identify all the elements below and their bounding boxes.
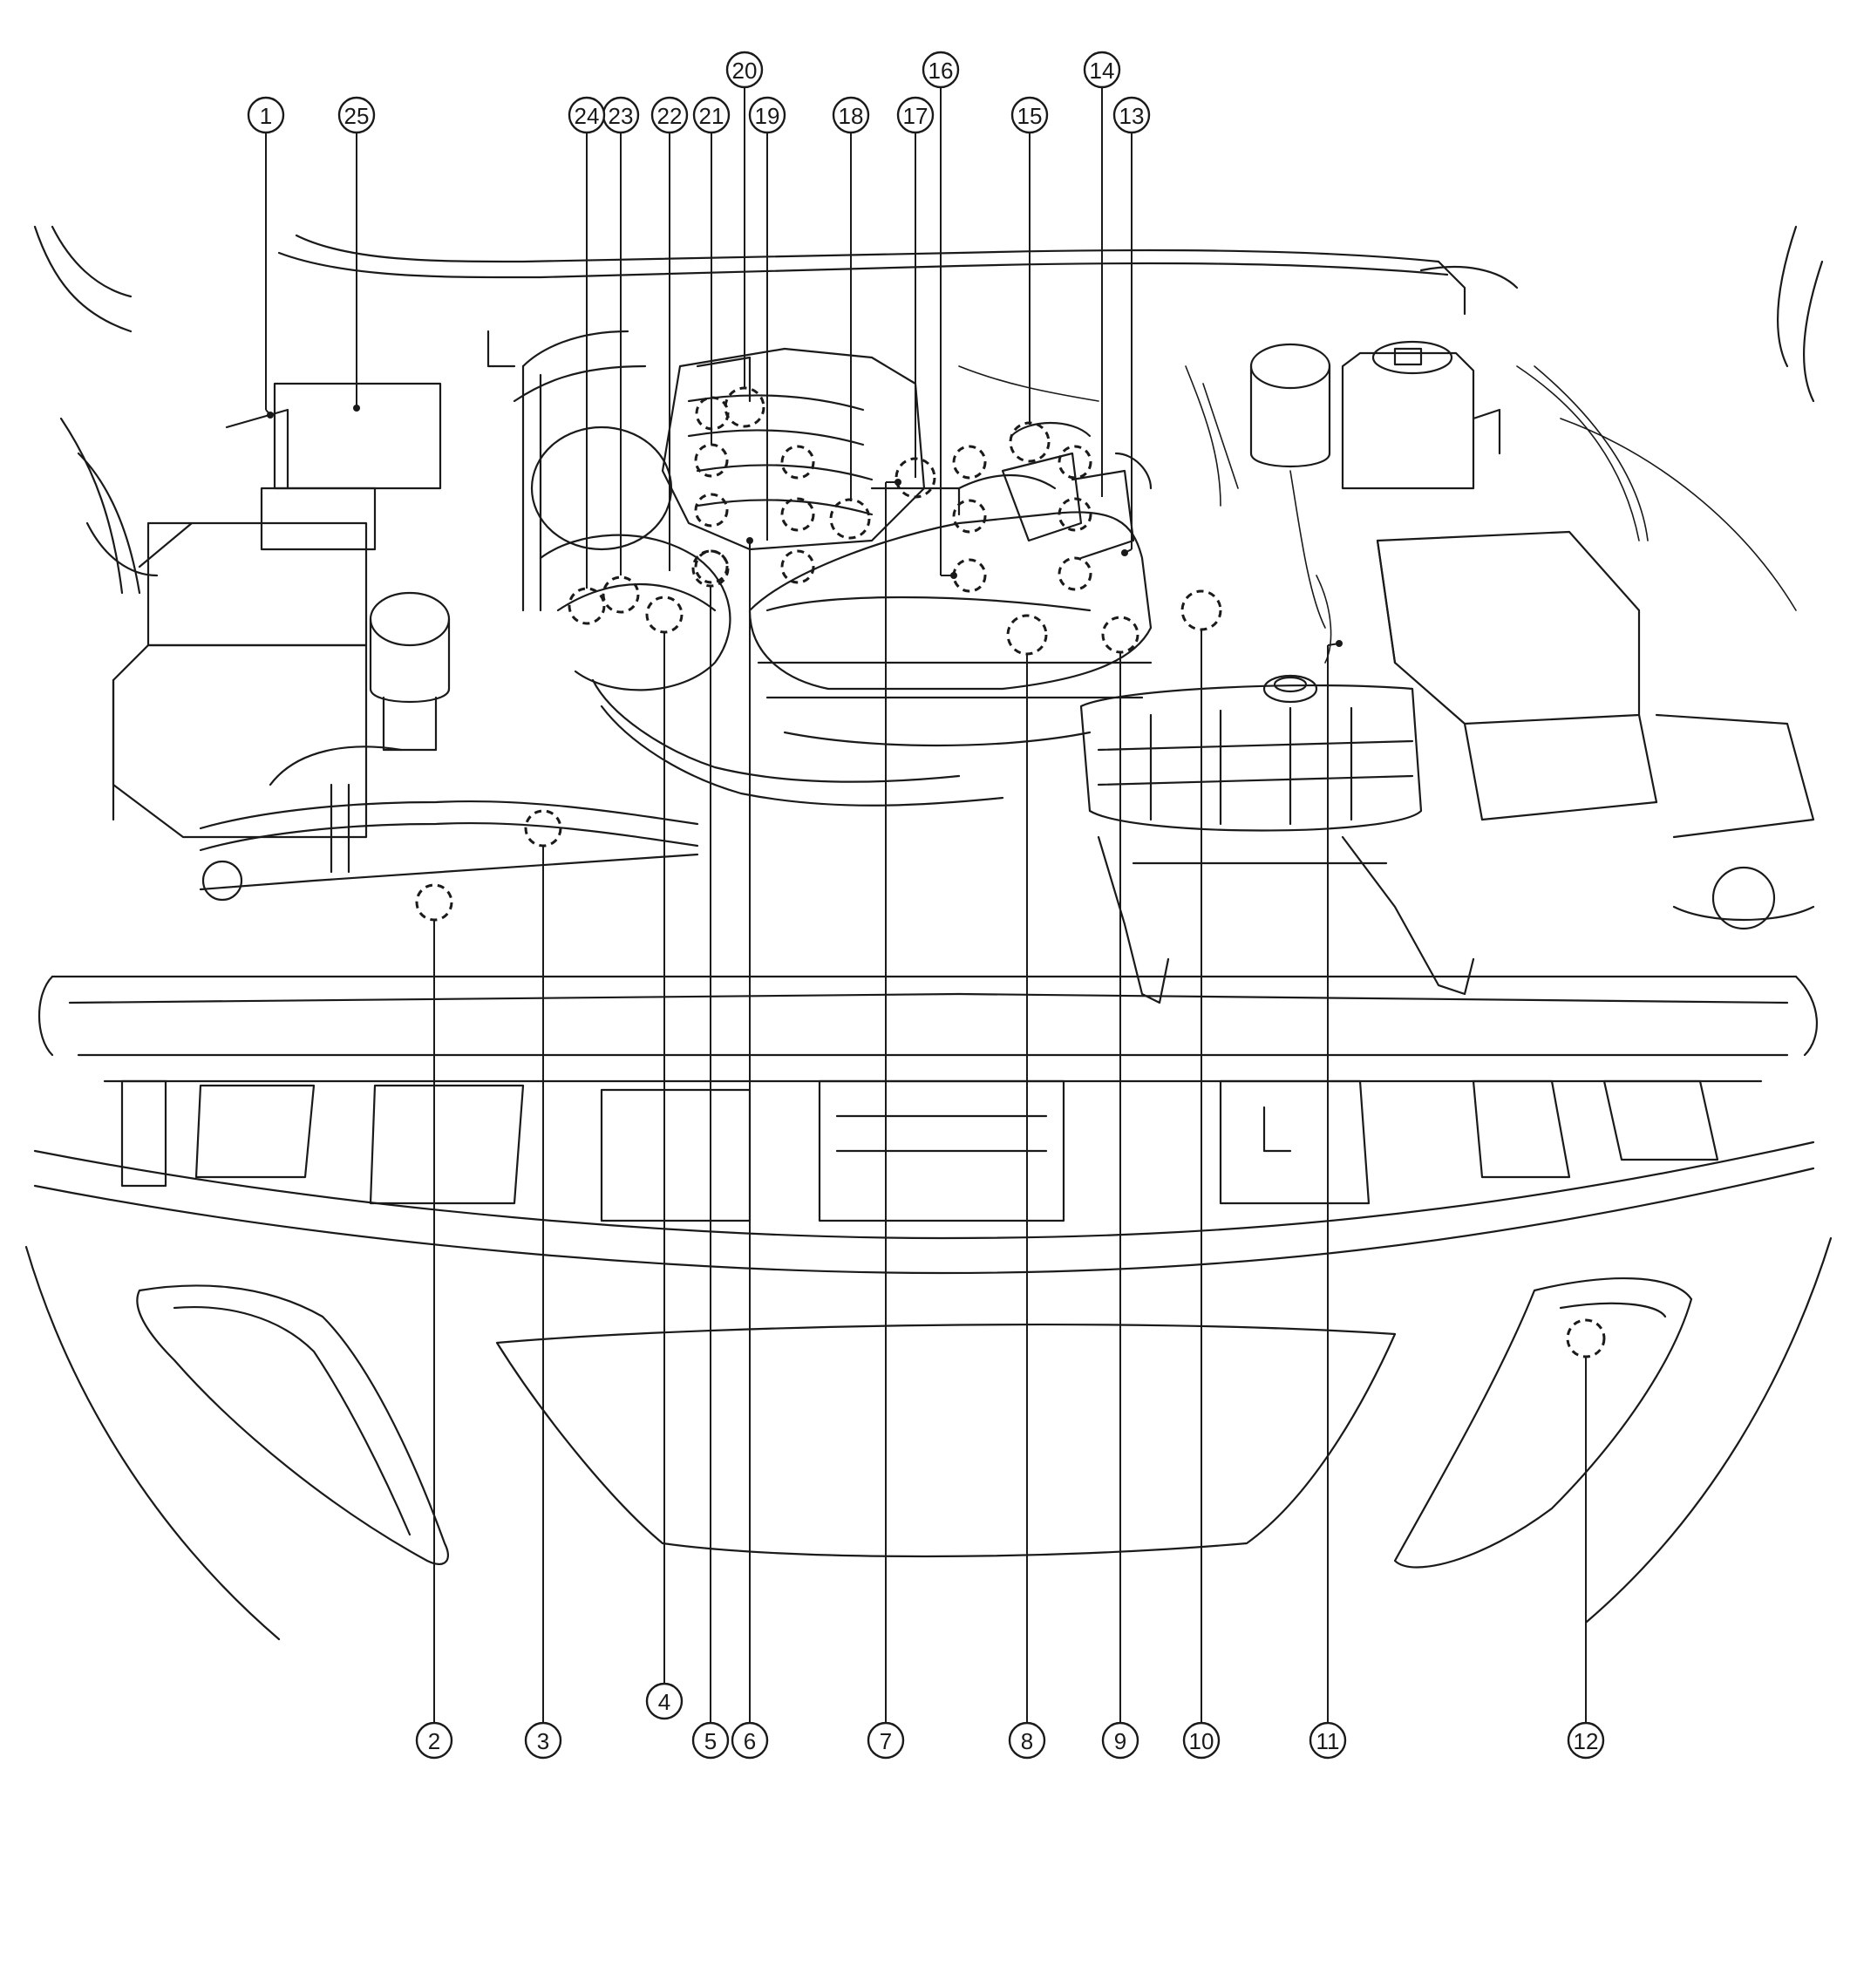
callout-22: 22	[650, 96, 689, 134]
callout-20: 20	[725, 51, 764, 89]
callout-5-label: 5	[704, 1728, 717, 1754]
callout-22-label: 22	[657, 103, 683, 129]
callout-6-label: 6	[744, 1728, 756, 1754]
callout-23: 23	[602, 96, 640, 134]
callout-17-label: 17	[903, 103, 928, 129]
callout-2: 2	[415, 1721, 453, 1760]
callout-14-label: 14	[1090, 58, 1115, 84]
engine-compartment-art	[24, 225, 1833, 1641]
callout-9-label: 9	[1114, 1728, 1126, 1754]
callout-24-label: 24	[575, 103, 600, 129]
callout-10-label: 10	[1189, 1728, 1214, 1754]
callout-10: 10	[1182, 1721, 1221, 1760]
callout-23-label: 23	[609, 103, 634, 129]
callout-4-label: 4	[658, 1689, 670, 1715]
callout-19: 19	[748, 96, 786, 134]
callout-19-label: 19	[755, 103, 780, 129]
callout-7-label: 7	[880, 1728, 892, 1754]
callout-15-label: 15	[1017, 103, 1043, 129]
callout-24: 24	[568, 96, 606, 134]
callout-25: 25	[337, 96, 376, 134]
callout-6: 6	[731, 1721, 769, 1760]
callouts: 1 2 3 4 5 6 7 8 9 10 11 12 13 14 15 16 1…	[247, 51, 1605, 1760]
callout-8-label: 8	[1021, 1728, 1033, 1754]
callout-11: 11	[1309, 1721, 1347, 1760]
callout-5: 5	[691, 1721, 730, 1760]
callout-16-label: 16	[928, 58, 954, 84]
callout-9: 9	[1101, 1721, 1139, 1760]
callout-14: 14	[1083, 51, 1121, 89]
callout-3: 3	[524, 1721, 562, 1760]
callout-21-label: 21	[699, 103, 724, 129]
callout-7: 7	[867, 1721, 905, 1760]
leader-lines	[265, 87, 1587, 1723]
callout-20-label: 20	[732, 58, 758, 84]
callout-1: 1	[247, 96, 285, 134]
callout-21: 21	[692, 96, 731, 134]
callout-15: 15	[1010, 96, 1049, 134]
callout-13-label: 13	[1119, 103, 1145, 129]
callout-16: 16	[922, 51, 960, 89]
callout-13: 13	[1112, 96, 1151, 134]
callout-12-label: 12	[1574, 1728, 1599, 1754]
callout-25-label: 25	[344, 103, 370, 129]
callout-17: 17	[896, 96, 935, 134]
callout-18-label: 18	[839, 103, 864, 129]
callout-11-label: 11	[1316, 1728, 1340, 1754]
location-markers	[415, 386, 1606, 1358]
callout-4: 4	[645, 1682, 684, 1720]
callout-8: 8	[1008, 1721, 1046, 1760]
callout-18: 18	[832, 96, 870, 134]
callout-12: 12	[1567, 1721, 1605, 1760]
callout-1-label: 1	[260, 103, 272, 129]
callout-2-label: 2	[428, 1728, 440, 1754]
callout-3-label: 3	[537, 1728, 549, 1754]
